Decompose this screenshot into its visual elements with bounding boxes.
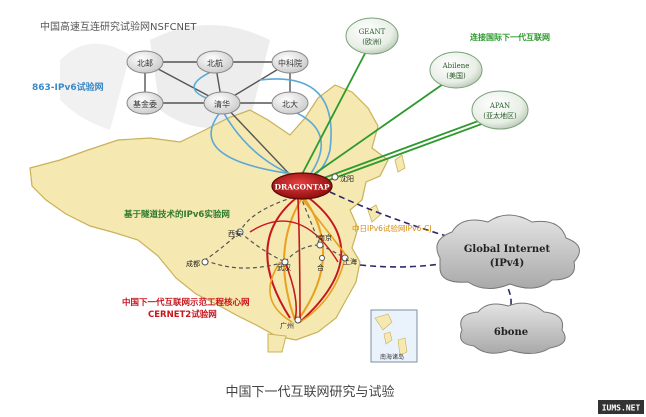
nsfc-node-qinghua-label: 清华: [214, 99, 230, 109]
apan-name: APAN: [489, 102, 510, 110]
city-guangzhou-label: 广州: [280, 321, 294, 330]
intl-title: 连接国际下一代互联网: [470, 32, 550, 42]
intl-node-abilene: Abilene (美国): [429, 51, 483, 89]
nsfc-node-beida: 北大: [271, 91, 309, 115]
city-wuhan-label: 武汉: [277, 263, 291, 272]
intl-node-geant: GEANT (欧洲): [345, 17, 399, 55]
dragontap-hub: DRAGONTAP: [271, 172, 333, 200]
nsfc-node-zhongkeyuan: 中科院: [271, 50, 309, 74]
top-title: 中国高速互连研究试验网NSFCNET: [40, 20, 197, 33]
geant-region: (欧洲): [362, 37, 382, 46]
city-shenyang-label: 沈阳: [340, 174, 354, 183]
cloud-global-line1: Global Internet: [464, 244, 551, 255]
dragontap-label: DRAGONTAP: [275, 183, 330, 192]
nsfc-node-beihang: 北航: [196, 50, 234, 74]
cernet2-links: [249, 194, 349, 323]
watermark-text: IUMS.NET: [602, 404, 641, 413]
city-guangzhou: 广州: [280, 316, 302, 330]
city-hefei: 合: [317, 255, 325, 272]
cloud-global-line2: (IPv4): [490, 258, 524, 269]
intl-node-apan: APAN (亚太地区): [471, 90, 529, 130]
nsfc-node-jijinwei: 基金委: [126, 91, 164, 115]
ipv6cx-label: 中日IPv6试验网IPv6-CJ: [352, 223, 432, 233]
abilene-region: (美国): [446, 71, 466, 80]
nsfc-node-beihang-label: 北航: [207, 58, 223, 68]
nsfc-node-jijinwei-label: 基金委: [133, 99, 157, 109]
city-shenyang: 沈阳: [331, 173, 354, 183]
cloud-6bone: 6bone: [460, 302, 566, 354]
city-xian: 西安: [228, 228, 244, 238]
city-chengdu: 成都: [186, 258, 209, 268]
city-shanghai-label: 上海: [343, 257, 357, 266]
city-xian-label: 西安: [228, 229, 242, 238]
nsfc-node-beiyou: 北邮: [126, 50, 164, 74]
city-shanghai: 上海: [341, 254, 357, 266]
tunnel-label: 基于隧道技术的IPv6实验网: [123, 209, 230, 220]
geant-name: GEANT: [359, 28, 386, 36]
apan-region: (亚太地区): [483, 111, 517, 120]
cernet2-label-line2: CERNET2试验网: [148, 309, 217, 320]
city-nanjing-label: 南京: [318, 233, 332, 242]
inset-label: 南海诸岛: [380, 353, 404, 361]
nsfc-node-beiyou-label: 北邮: [137, 58, 153, 68]
nsfc-node-beida-label: 北大: [282, 99, 298, 109]
china-map: [29, 84, 406, 353]
city-hefei-label: 合: [317, 263, 324, 272]
city-wuhan: 武汉: [277, 258, 291, 272]
bottom-title: 中国下一代互联网研究与试验: [225, 384, 394, 400]
south-sea-inset: 南海诸岛: [370, 309, 418, 363]
watermark-badge: IUMS.NET: [598, 400, 644, 414]
nsfc-node-zhongkeyuan-label: 中科院: [278, 58, 302, 68]
label-863: 863-IPv6试验网: [32, 81, 104, 93]
city-nanjing: 南京: [316, 233, 332, 249]
abilene-name: Abilene: [442, 62, 470, 70]
nsfc-node-qinghua: 清华: [203, 91, 241, 115]
cloud-6bone-label: 6bone: [494, 327, 528, 338]
cloud-global-internet: Global Internet (IPv4): [436, 214, 580, 289]
city-chengdu-label: 成都: [186, 259, 200, 268]
cernet2-label-line1: 中国下一代互联网示范工程核心网: [122, 297, 250, 308]
